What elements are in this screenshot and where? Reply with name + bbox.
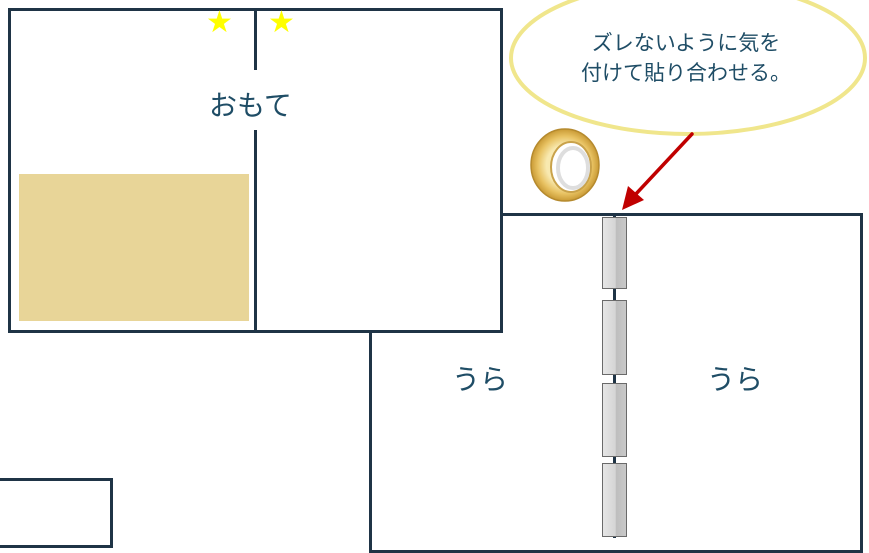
tape-strip: [602, 217, 627, 289]
arrow-icon: [622, 132, 694, 210]
sticker-rect: [19, 174, 249, 321]
back-label-left: うら: [452, 363, 509, 396]
tape-strip: [602, 463, 627, 537]
front-fold-line-bottom: [254, 130, 257, 331]
front-fold-line-top: [254, 10, 257, 70]
callout-line2: 付けて貼り合わせる。: [581, 61, 791, 85]
tape-strip: [602, 300, 627, 375]
tape-roll-icon: [530, 128, 600, 202]
callout-bubble-shape: [509, 0, 867, 136]
lower-left-panel: [0, 478, 113, 548]
back-label-right: うら: [707, 363, 764, 396]
star-icon: ★: [206, 5, 233, 40]
seam-line: [613, 216, 616, 538]
tape-strip: [602, 383, 627, 457]
star-icon: ★: [268, 5, 295, 40]
callout-line1: ズレないように気を: [591, 31, 781, 55]
front-label: おもて: [209, 89, 292, 122]
callout-text: ズレないように気を 付けて貼り合わせる。: [536, 28, 836, 88]
